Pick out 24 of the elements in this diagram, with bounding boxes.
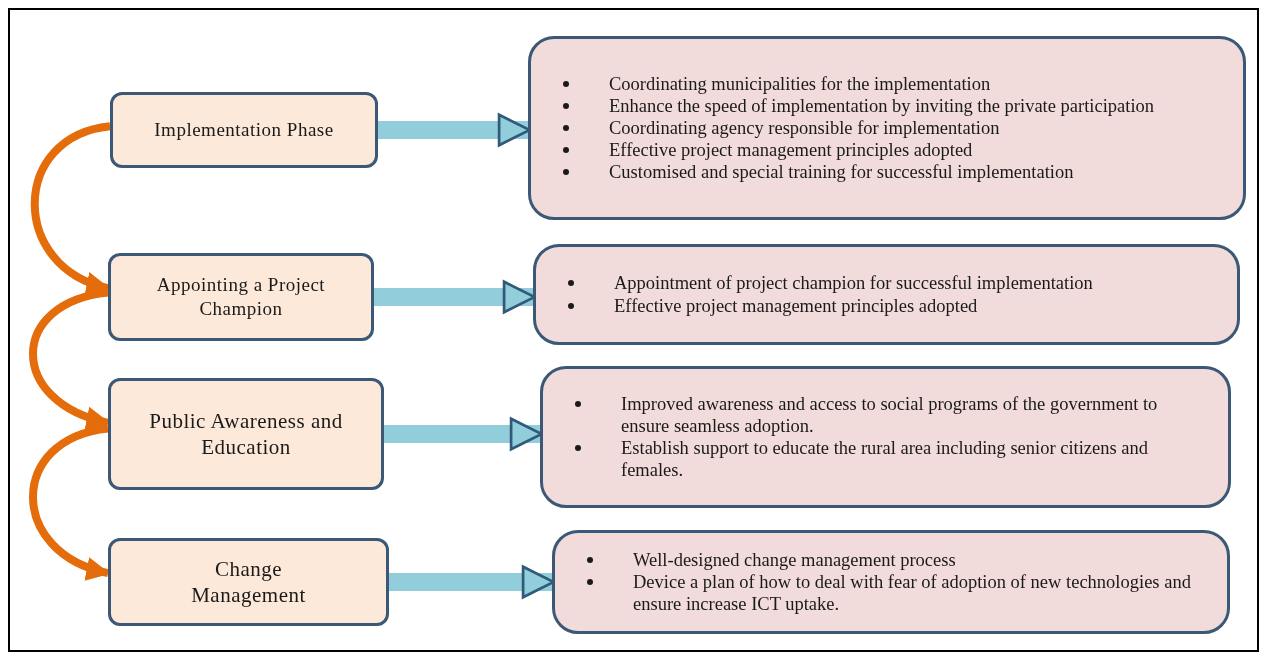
details-box [533, 244, 1240, 345]
bullet-item: Appointment of project champion for successful implementation [614, 272, 1093, 295]
bullet-item: Coordinating municipalities for the implementation [609, 72, 991, 95]
details-box [528, 36, 1246, 220]
bullet-item: Establish support to educate the rural area including senior citizens and females. [621, 437, 1150, 482]
details-box [552, 530, 1230, 634]
bullet-item: Device a plan of how to deal with fear of adoption of new technologies and ensure increase ICT uptake. [633, 570, 1192, 616]
bullet-item: Coordinating agency responsible for implementation [609, 116, 1000, 140]
bullet-item: Effective project management principles adopted [609, 139, 973, 162]
stage-box [108, 253, 374, 341]
stage-label: Public Awareness and Education [148, 407, 344, 461]
curved-arrow [30, 122, 111, 294]
bullet-item: Well-designed change management process [633, 548, 956, 571]
bullet-item: Enhance the speed of implementation by inviting the private participation [609, 94, 1155, 117]
stage-label: Implementation Phase [154, 118, 334, 142]
bullet-item: Improved awareness and access to social programs of the government to ensure seamless adoption. [621, 392, 1159, 437]
stage-box [108, 378, 384, 490]
details-box [540, 366, 1231, 508]
stage-box [108, 538, 389, 626]
bullet-item: Customised and special training for successful implementation [609, 161, 1074, 184]
stage-label: Change Management [190, 555, 307, 609]
stage-box [110, 92, 378, 168]
bullet-item: Effective project management principles adopted [614, 294, 978, 317]
stage-label: Appointing a Project Champion [155, 273, 327, 321]
